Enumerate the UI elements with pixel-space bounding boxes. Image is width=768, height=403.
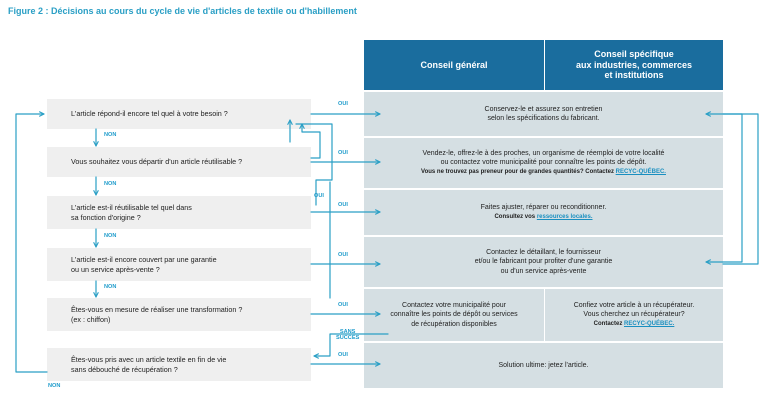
label-non-2: NON [104, 181, 117, 187]
question-4-line-1: L'article est-il encore couvert par une … [71, 255, 217, 265]
answer-warranty-line-1: Contactez le détaillant, le fournisseur [486, 249, 601, 257]
label-oui-2: OUI [338, 150, 348, 156]
answer-warranty: Contactez le détaillant, le fournisseur … [364, 237, 723, 287]
label-non-3: NON [104, 233, 117, 239]
answer-reuse: Vendez-le, offrez-le à des proches, un o… [364, 138, 723, 188]
arrow-q6-non-loop [15, 114, 48, 373]
arrow-right-loop-1 [705, 114, 759, 265]
question-3-line-2: sa fonction d'origine ? [71, 212, 141, 222]
header-specific: Conseil spécifique aux industries, comme… [545, 40, 723, 90]
answer-recuperateur-line-1: Confiez votre article à un récupérateur. [573, 302, 695, 309]
question-1: L'article répond-il encore tel quel à vo… [47, 99, 311, 129]
recyc-quebec-link-2[interactable]: RECYC-QUÉBEC. [624, 321, 675, 328]
answer-recuperateur-note: Contactez [593, 321, 624, 328]
figure-title: Figure 2 : Décisions au cours du cycle d… [8, 6, 357, 16]
question-5-line-2: (ex : chiffon) [71, 314, 111, 324]
header-general: Conseil général [364, 40, 544, 90]
label-non-5: NON [48, 383, 61, 389]
question-5-line-1: Êtes-vous en mesure de réaliser une tran… [71, 305, 243, 315]
question-5: Êtes-vous en mesure de réaliser une tran… [47, 298, 311, 331]
answer-municipality-line-2: connaître les points de dépôt ou service… [390, 311, 518, 319]
answer-reuse-line-2: ou contactez votre municipalité pour con… [440, 159, 647, 167]
header-specific-line-3: et institutions [604, 70, 664, 81]
question-1-line-1: L'article répond-il encore tel quel à vo… [71, 109, 228, 119]
label-non-4: NON [104, 284, 117, 290]
label-oui-7: OUI [314, 193, 324, 199]
label-sans-succes: SANS SUCCÈS [336, 329, 360, 342]
header-specific-line-1: Conseil spécifique [594, 49, 674, 60]
answer-discard: Solution ultime: jetez l'article. [364, 343, 723, 388]
answer-discard-line-1: Solution ultime: jetez l'article. [498, 361, 589, 369]
arrow-return-1 [302, 123, 321, 159]
arrow-right-loop-2 [705, 113, 743, 262]
answer-repair-note: Consultez vos [494, 214, 537, 221]
arrow-return-2 [295, 123, 333, 206]
question-2: Vous souhaitez vous départir d'un articl… [47, 147, 311, 177]
header-specific-line-2: aux industries, commerces [575, 59, 693, 70]
answer-recuperateur: Confiez votre article à un récupérateur.… [545, 289, 723, 341]
answer-reuse-line-1: Vendez-le, offrez-le à des proches, un o… [422, 150, 665, 157]
answer-repair-line-1: Faites ajuster, réparer ou reconditionne… [480, 204, 607, 212]
label-oui-6: OUI [338, 352, 348, 358]
question-6: Êtes-vous pris avec un article textile e… [47, 348, 311, 381]
question-6-line-2: sans débouché de récupération ? [71, 364, 178, 374]
label-non-1: NON [104, 132, 117, 138]
label-oui-5: OUI [338, 302, 348, 308]
answer-keep-line-1: Conservez-le et assurez son entretien [484, 105, 603, 113]
local-resources-link[interactable]: ressources locales. [536, 214, 593, 221]
answer-repair: Faites ajuster, réparer ou reconditionne… [364, 190, 723, 235]
arrow-sans-succes [313, 333, 389, 356]
label-succes: SUCCÈS [336, 334, 360, 341]
label-oui-4: OUI [338, 252, 348, 258]
answer-warranty-line-2: et/ou le fabricant pour profiter d'une g… [474, 258, 613, 266]
answer-keep: Conservez-le et assurez son entretien se… [364, 92, 723, 136]
question-6-line-1: Êtes-vous pris avec un article textile e… [71, 355, 227, 365]
question-4: L'article est-il encore couvert par une … [47, 248, 311, 281]
answer-keep-line-2: selon les spécifications du fabricant. [487, 115, 600, 122]
answer-recuperateur-line-2: Vous cherchez un récupérateur? [583, 311, 685, 319]
answer-municipality-line-1: Contactez votre municipalité pour [402, 302, 506, 310]
recyc-quebec-link-1[interactable]: RECYC-QUÉBEC. [615, 169, 666, 176]
question-4-line-2: ou un service après-vente ? [71, 264, 160, 274]
question-3-line-1: L'article est-il réutilisable tel quel d… [71, 203, 192, 213]
header-general-label: Conseil général [420, 59, 488, 70]
answer-municipality: Contactez votre municipalité pour connaî… [364, 289, 544, 341]
label-sans: SANS [339, 329, 356, 335]
label-oui-3: OUI [338, 202, 348, 208]
question-2-line-1: Vous souhaitez vous départir d'un articl… [71, 157, 243, 167]
answer-reuse-note: Vous ne trouvez pas preneur pour de gran… [421, 169, 616, 176]
answer-municipality-line-3: de récupération disponibles [411, 320, 497, 328]
label-oui-1: OUI [338, 101, 348, 107]
question-3: L'article est-il réutilisable tel quel d… [47, 196, 311, 229]
answer-warranty-line-3: ou d'un service après-vente [500, 267, 587, 275]
